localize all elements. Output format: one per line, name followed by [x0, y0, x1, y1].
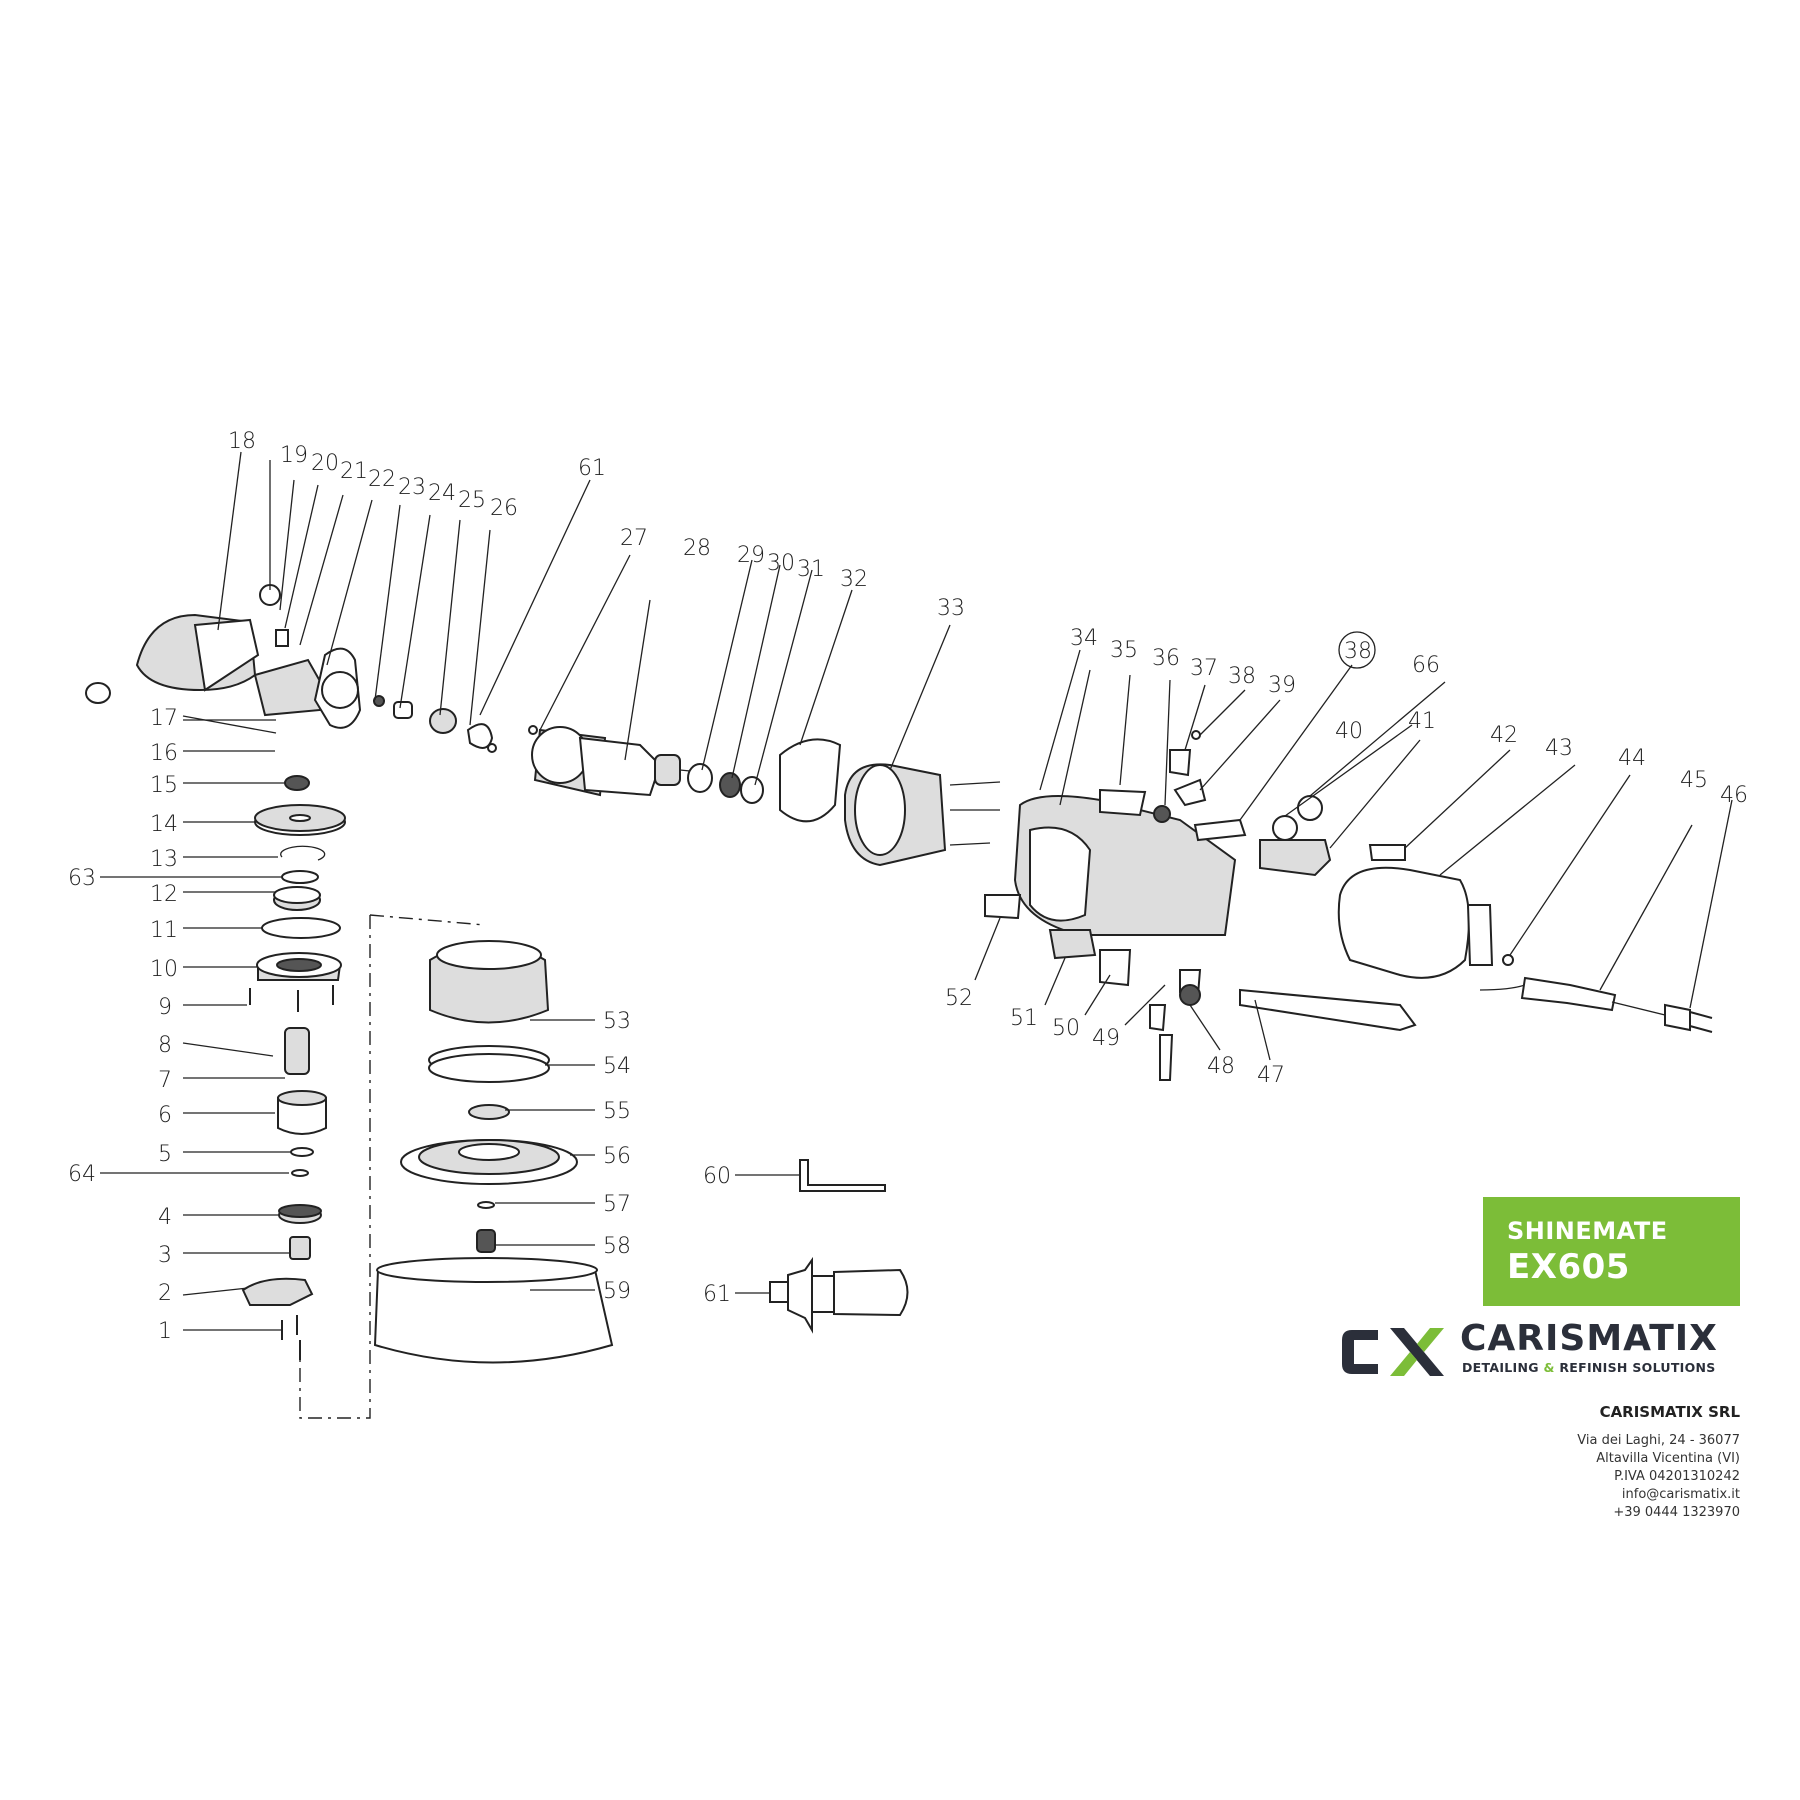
label-34: 34 [1070, 626, 1098, 651]
company-address: Via dei Laghi, 24 - 36077 Altavilla Vice… [1577, 1432, 1740, 1522]
head-leaders [217, 451, 631, 731]
label-1: 1 [158, 1319, 172, 1344]
label-25: 25 [458, 488, 486, 513]
label-45: 45 [1680, 768, 1708, 793]
label-42: 42 [1490, 723, 1518, 748]
tagline-part2: REFINISH SOLUTIONS [1559, 1360, 1716, 1375]
label-7: 7 [158, 1068, 172, 1093]
label-49: 49 [1092, 1026, 1120, 1051]
label-35: 35 [1110, 638, 1138, 663]
switch-leaders [974, 917, 1271, 1061]
label-61-text: 61 [703, 1282, 731, 1307]
label-9: 9 [158, 995, 172, 1020]
label-63: 61 [578, 456, 606, 481]
label-17: 17 [150, 706, 178, 731]
brand-name: CARISMATIX [1460, 1318, 1718, 1359]
label-31: 31 [797, 557, 825, 582]
left-column-leaders [100, 715, 300, 1331]
label-38: 38 [1228, 664, 1256, 689]
tagline-ampersand: & [1543, 1360, 1555, 1375]
label-28: 28 [683, 536, 711, 561]
label-37: 37 [1190, 656, 1218, 681]
part-number-labels: 1 2 3 4 5 6 7 8 9 10 11 12 13 14 15 16 1… [68, 429, 1748, 1344]
label-43: 43 [1545, 736, 1573, 761]
label-50: 50 [1052, 1016, 1080, 1041]
address-line: +39 0444 1323970 [1613, 1505, 1740, 1520]
label-12: 12 [150, 882, 178, 907]
label-15: 15 [150, 773, 178, 798]
product-model: EX605 [1507, 1247, 1630, 1287]
label-54: 54 [603, 1054, 631, 1079]
label-33: 33 [937, 596, 965, 621]
label-39: 39 [1268, 673, 1296, 698]
label-14: 14 [150, 812, 178, 837]
company-name: CARISMATIX SRL [1599, 1403, 1740, 1421]
housing-parts [1013, 730, 1514, 979]
label-23: 23 [398, 475, 426, 500]
label-65: 64 [68, 1162, 96, 1187]
tagline-part1: DETAILING [1462, 1360, 1539, 1375]
label-22: 22 [368, 467, 396, 492]
label-64: 63 [68, 866, 96, 891]
backing-pad-parts [299, 914, 614, 1419]
label-27: 27 [620, 526, 648, 551]
label-51: 51 [1010, 1006, 1038, 1031]
label-4: 4 [158, 1205, 172, 1230]
label-48: 48 [1207, 1054, 1235, 1079]
label-46: 46 [1720, 783, 1748, 808]
label-59: 59 [603, 1279, 631, 1304]
label-44: 44 [1618, 746, 1646, 771]
address-line: info@carismatix.it [1621, 1487, 1740, 1502]
label-38-circled: 38 [1344, 639, 1372, 664]
switch-parts [984, 894, 1417, 1081]
label-36: 36 [1152, 646, 1180, 671]
label-8: 8 [158, 1033, 172, 1058]
product-line: SHINEMATE [1507, 1217, 1668, 1245]
label-26: 26 [490, 496, 518, 521]
circled-label-ring [1338, 631, 1376, 669]
label-18: 18 [228, 429, 256, 454]
housing-leaders [1059, 664, 1631, 956]
label-16: 16 [150, 741, 178, 766]
motor-parts [531, 726, 1001, 867]
label-11: 11 [150, 918, 178, 943]
label-52: 52 [945, 986, 973, 1011]
product-name-box: SHINEMATE EX605 [1483, 1197, 1740, 1306]
carismatix-logo-icon [1342, 1328, 1444, 1376]
label-47: 47 [1257, 1063, 1285, 1088]
label-30: 30 [767, 551, 795, 576]
backing-pad-leaders [495, 1019, 595, 1291]
address-line: Altavilla Vicentina (VI) [1596, 1451, 1740, 1466]
label-21: 21 [340, 459, 368, 484]
label-57: 57 [603, 1192, 631, 1217]
label-24: 24 [428, 481, 456, 506]
brand-tagline: DETAILING & REFINISH SOLUTIONS [1462, 1360, 1716, 1375]
label-53: 53 [603, 1009, 631, 1034]
address-line: Via dei Laghi, 24 - 36077 [1577, 1433, 1740, 1448]
label-2: 2 [158, 1281, 172, 1306]
label-5: 5 [158, 1142, 172, 1167]
label-55: 55 [603, 1099, 631, 1124]
spindle-stack-parts [241, 775, 346, 1360]
label-6: 6 [158, 1103, 172, 1128]
label-58: 58 [603, 1234, 631, 1259]
label-60: 60 [703, 1164, 731, 1189]
gear-head-parts [85, 584, 538, 753]
motor-leaders [624, 559, 1081, 791]
accessory-parts [735, 1159, 909, 1334]
label-66: 66 [1412, 653, 1440, 678]
label-29: 29 [737, 543, 765, 568]
label-32: 32 [840, 567, 868, 592]
label-13: 13 [150, 847, 178, 872]
label-20: 20 [311, 451, 339, 476]
label-56: 56 [603, 1144, 631, 1169]
label-3: 3 [158, 1243, 172, 1268]
label-41: 41 [1408, 709, 1436, 734]
label-10: 10 [150, 957, 178, 982]
label-40: 40 [1335, 719, 1363, 744]
cord-parts [1479, 799, 1733, 1033]
address-line: P.IVA 04201310242 [1614, 1469, 1740, 1484]
label-19: 19 [280, 443, 308, 468]
